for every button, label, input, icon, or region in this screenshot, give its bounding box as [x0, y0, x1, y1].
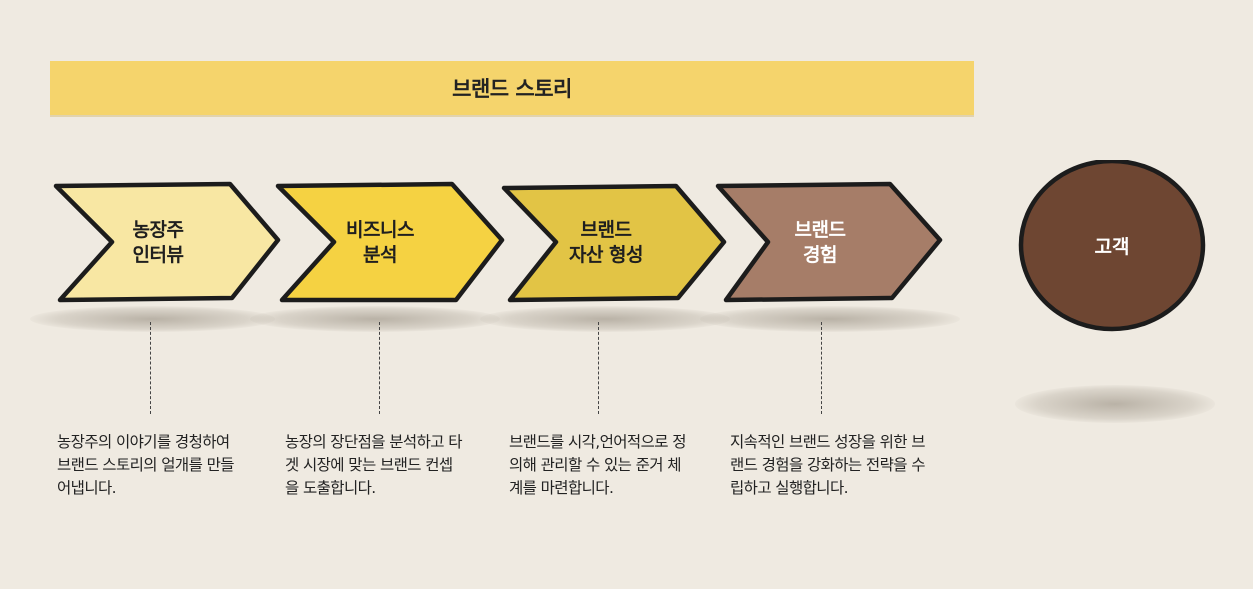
- chevron-shape-icon: [501, 183, 727, 303]
- step-2-chevron: 비즈니스 분석: [272, 180, 505, 306]
- step-2-description: 농장의 장단점을 분석하고 타겟 시장에 맞는 브랜드 컨셉을 도출합니다.: [285, 433, 463, 497]
- chevron-shape-icon: [715, 181, 943, 303]
- step-3-description: 브랜드를 시각,언어적으로 정의해 관리할 수 있는 준거 체계를 마련합니다.: [509, 433, 687, 497]
- step-shadow: [250, 306, 500, 332]
- connector-line: [150, 322, 151, 414]
- step-4-label: 브랜드 경험: [794, 219, 846, 266]
- connector-line: [821, 322, 822, 414]
- customer-circle: 고객: [1012, 160, 1212, 350]
- banner-title: 브랜드 스토리: [452, 77, 572, 101]
- connector-line: [598, 322, 599, 414]
- step-3-label: 브랜드 자산 형성: [568, 219, 644, 266]
- step-shadow: [30, 306, 275, 332]
- step-shadow: [700, 306, 960, 332]
- customer-label: 고객: [1094, 235, 1130, 258]
- step-1-description: 농장주의 이야기를 경청하여 브랜드 스토리의 얼개를 만들어냅니다.: [57, 433, 235, 497]
- step-4-description: 지속적인 브랜드 성장을 위한 브랜드 경험을 강화하는 전략을 수립하고 실행…: [730, 433, 925, 497]
- step-1-label: 농장주 인터뷰: [132, 219, 184, 266]
- customer-shadow: [1015, 385, 1215, 423]
- step-4-chevron: 브랜드 경험: [712, 180, 944, 306]
- brand-story-banner: 브랜드 스토리: [50, 61, 974, 115]
- chevron-shape-icon: [275, 181, 505, 303]
- step-1-chevron: 농장주 인터뷰: [50, 180, 282, 306]
- customer-circle-icon: [1018, 160, 1206, 332]
- step-2-label: 비즈니스 분석: [346, 219, 414, 266]
- step-3-chevron: 브랜드 자산 형성: [498, 180, 730, 306]
- connector-line: [379, 322, 380, 414]
- chevron-shape-icon: [53, 181, 281, 303]
- step-shadow: [480, 306, 730, 332]
